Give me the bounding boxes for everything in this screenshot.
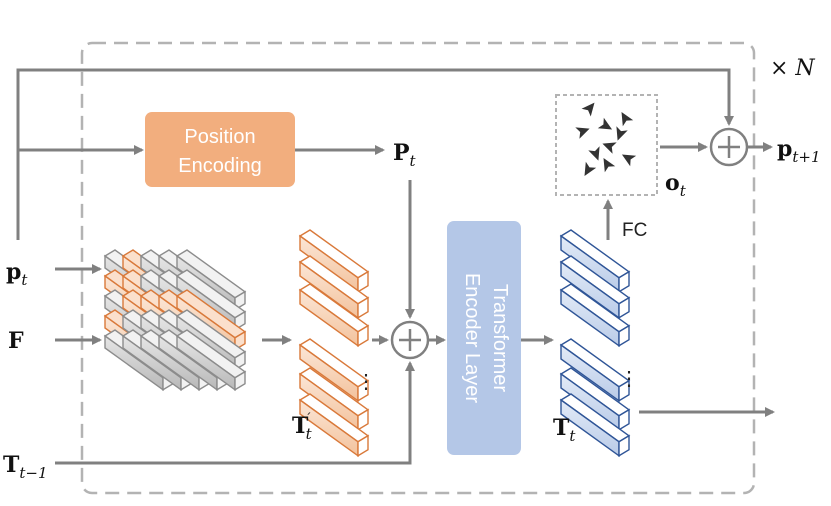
P-t-label: Pt	[393, 140, 417, 170]
t-t-ellipsis: ⋮	[619, 368, 639, 390]
transformer-line1: Transformer	[489, 284, 511, 393]
t-t-bars	[559, 229, 631, 458]
o-t-label: ot	[665, 170, 687, 200]
offset-arrowhead	[584, 161, 597, 177]
feature-cube	[103, 249, 247, 392]
adder-middle	[390, 320, 430, 360]
offset-arrowhead	[602, 142, 617, 154]
repeat-label: × N	[770, 56, 815, 81]
position-encoding-box	[145, 112, 295, 187]
offset-arrowhead	[603, 157, 616, 173]
offset-arrowhead	[621, 154, 637, 167]
t-t-bar	[559, 393, 631, 458]
t-prime-ellipsis: ⋮	[356, 371, 376, 393]
offset-arrowhead	[616, 126, 628, 141]
adder-output	[709, 127, 749, 167]
fc-label: FC	[622, 220, 647, 241]
t-prime-bar	[298, 229, 370, 294]
output-label: pt+1	[777, 136, 821, 166]
offset-arrowhead	[581, 102, 595, 117]
offset-arrowhead	[575, 127, 590, 139]
offset-arrowhead	[597, 117, 613, 130]
t-prime-bar	[298, 283, 370, 348]
cube-bar	[175, 329, 247, 392]
t-prime-bars	[298, 229, 370, 458]
position-encoding-line1: Position	[184, 126, 255, 148]
connections	[16, 68, 775, 465]
offset-box	[555, 94, 658, 196]
t-prime-bar	[298, 367, 370, 432]
transformer-line2: Encoder Layer	[461, 273, 483, 403]
t-t-bar	[559, 229, 631, 294]
t-t-bar	[559, 338, 631, 403]
t-t-bar	[559, 367, 631, 432]
t-prime-bar	[298, 255, 370, 320]
transformer-encoder-box	[447, 221, 521, 455]
position-encoding-line2: Encoding	[178, 155, 261, 177]
T-t-label: Tt	[553, 415, 576, 445]
offset-arrowhead	[621, 111, 634, 127]
repeat-frame	[80, 41, 756, 495]
t-t-bar	[559, 283, 631, 348]
T-prev-label: Tt−1	[3, 452, 48, 482]
p-t-label: pt	[6, 259, 28, 289]
t-prime-bar	[298, 393, 370, 458]
T-prime-label: T′t	[292, 411, 313, 443]
t-prime-bar	[298, 338, 370, 403]
F-label: F	[8, 328, 24, 354]
offset-arrows	[575, 102, 637, 177]
offset-arrowhead	[588, 146, 600, 161]
